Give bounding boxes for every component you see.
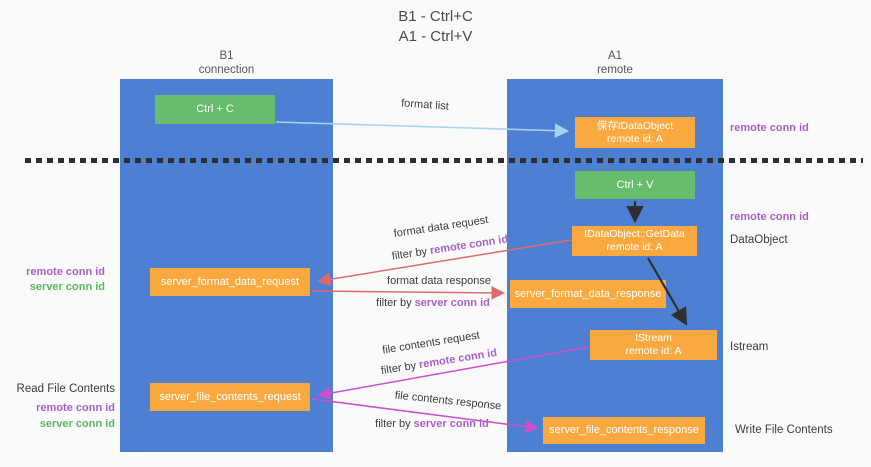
node-ctrl-v: Ctrl + V xyxy=(575,171,695,199)
write-file-contents-label: Write File Contents xyxy=(735,424,833,436)
left-mid-remote-conn-id-label: remote conn id xyxy=(26,266,105,278)
dataobject-label: DataObject xyxy=(730,234,788,246)
format-data-response-arrow xyxy=(311,286,505,300)
lane-header-left: B1 connection xyxy=(120,49,333,77)
remote-conn-id-text: remote conn id xyxy=(418,346,498,372)
lane-left-title: B1 xyxy=(219,50,234,62)
node-server-file-contents-response-label: server_file_contents_response xyxy=(549,424,699,436)
file-contents-response-label: file contents response xyxy=(394,389,502,413)
istream-side-label: Istream xyxy=(730,341,769,353)
diagram-title-line1: B1 - Ctrl+C xyxy=(398,8,473,25)
format-data-response-filter-label: filter by server conn id xyxy=(373,297,493,309)
node-save-idataobject-line1: 保存IDataObject xyxy=(596,119,674,132)
lane-right-title: A1 xyxy=(607,50,623,62)
left-mid-server-conn-id-label: server conn id xyxy=(29,281,105,293)
node-save-idataobject-line2: remote id: A xyxy=(606,132,664,145)
node-idataobject-getdata-line2: remote id: A xyxy=(606,241,663,253)
format-list-label: format list xyxy=(400,97,450,113)
lane-header-right: A1 remote xyxy=(507,49,723,77)
node-server-format-data-request-label: server_format_data_request xyxy=(160,275,300,288)
node-istream-line2: remote id: A xyxy=(625,345,682,357)
diagram-title: B1 - Ctrl+C A1 - Ctrl+V xyxy=(0,7,871,47)
node-server-format-data-response: server_format_data_response xyxy=(510,280,666,308)
filter-by-text: filter by xyxy=(391,245,431,263)
file-contents-response-filter-label: filter by server conn id xyxy=(372,418,492,430)
right-top-remote-conn-id-label: remote conn id xyxy=(730,122,809,134)
node-server-file-contents-request-label: server_file_contents_request xyxy=(159,390,301,403)
format-data-response-label: format data response xyxy=(387,275,491,287)
remote-conn-id-text: remote conn id xyxy=(429,233,509,257)
left-bottom-remote-conn-id-label: remote conn id xyxy=(36,402,115,414)
node-ctrl-c-label: Ctrl + C xyxy=(196,103,234,115)
node-server-file-contents-request: server_file_contents_request xyxy=(150,383,310,411)
right-mid-remote-conn-id-label: remote conn id xyxy=(730,211,809,223)
filter-by-text: filter by xyxy=(380,359,421,378)
node-server-format-data-response-label: server_format_data_response xyxy=(514,287,662,300)
read-file-contents-label: Read File Contents xyxy=(16,383,115,395)
dashed-separator xyxy=(25,158,863,163)
node-ctrl-v-label: Ctrl + V xyxy=(616,178,654,191)
node-save-idataobject: 保存IDataObject remote id: A xyxy=(575,117,695,148)
node-idataobject-getdata: IDataObject::GetData remote id: A xyxy=(572,226,697,256)
node-server-file-contents-response: server_file_contents_response xyxy=(543,417,705,444)
left-bottom-server-conn-id-label: server conn id xyxy=(39,418,115,430)
lane-right-subtitle: remote xyxy=(597,64,633,76)
lane-left-subtitle: connection xyxy=(198,64,255,76)
node-istream: IStream remote id: A xyxy=(590,330,717,360)
node-istream-line1: IStream xyxy=(635,332,672,344)
server-conn-id-text: server conn id xyxy=(413,418,489,430)
filter-by-text: filter by xyxy=(375,418,414,430)
node-server-format-data-request: server_format_data_request xyxy=(150,268,310,296)
server-conn-id-text: server conn id xyxy=(414,297,490,309)
node-idataobject-getdata-line1: IDataObject::GetData xyxy=(584,228,685,240)
diagram-title-line2: A1 - Ctrl+V xyxy=(398,28,473,45)
filter-by-text: filter by xyxy=(376,297,415,309)
node-ctrl-c: Ctrl + C xyxy=(155,95,275,124)
